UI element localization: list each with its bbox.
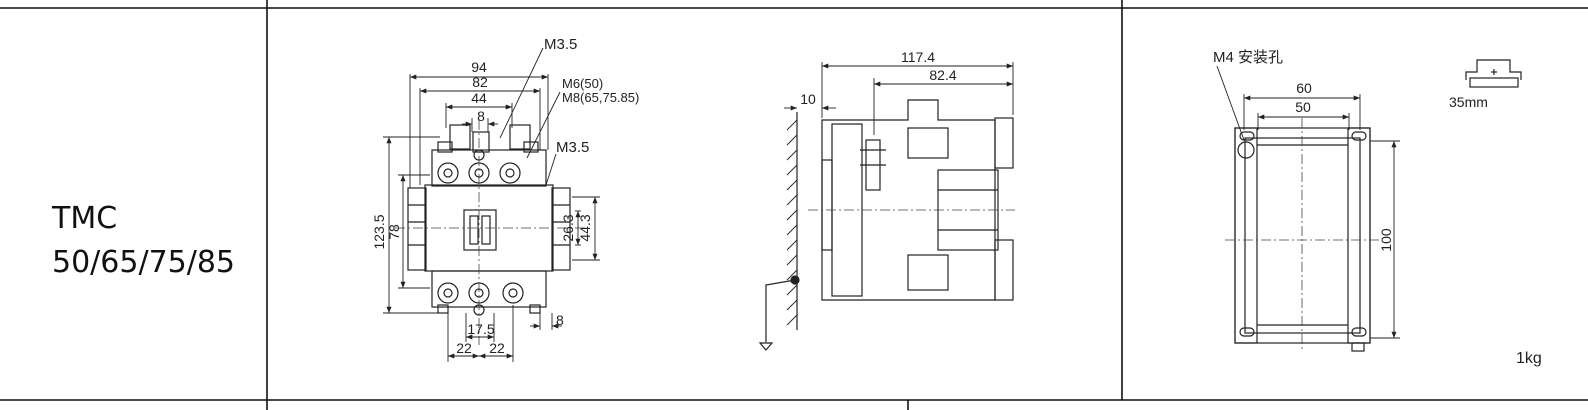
svg-text:94: 94 — [471, 59, 487, 75]
mount-view-centerlines — [1225, 118, 1380, 352]
side-view — [758, 99, 1014, 351]
svg-text:8: 8 — [477, 108, 485, 124]
svg-text:M8(65,75.85): M8(65,75.85) — [562, 90, 639, 105]
svg-text:123.5: 123.5 — [371, 214, 387, 249]
din-rail-icon — [1465, 59, 1522, 88]
mount-view-labels: M4 安装孔 60 50 100 — [1213, 49, 1394, 252]
side-view-dimensions — [784, 62, 1014, 135]
front-view-dimensions — [383, 47, 600, 362]
side-view-labels: 117.4 82.4 10 — [800, 49, 957, 107]
svg-text:78: 78 — [386, 224, 402, 240]
svg-text:10: 10 — [800, 91, 816, 107]
front-view — [407, 124, 571, 316]
svg-text:82: 82 — [472, 74, 488, 90]
svg-text:26.3: 26.3 — [560, 214, 576, 241]
svg-text:17.5: 17.5 — [467, 321, 494, 337]
svg-text:M3.5: M3.5 — [556, 139, 589, 156]
front-view-centerlines — [395, 120, 585, 345]
svg-text:22: 22 — [489, 340, 505, 356]
svg-text:M3.5: M3.5 — [544, 36, 577, 53]
svg-text:100: 100 — [1378, 228, 1394, 252]
svg-text:44.3: 44.3 — [577, 214, 593, 241]
svg-text:22: 22 — [456, 340, 472, 356]
front-view-labels: 94 82 44 8 M3.5 M6(50) M8(65,75.85) M3.5… — [371, 36, 639, 356]
mount-view — [1234, 127, 1371, 352]
weight: 1kg — [1516, 350, 1542, 367]
svg-text:82.4: 82.4 — [929, 67, 956, 83]
svg-text:117.4: 117.4 — [901, 49, 935, 65]
svg-text:44: 44 — [471, 90, 487, 106]
model-name-line1: TMC — [51, 201, 117, 236]
svg-text:M4 安装孔: M4 安装孔 — [1213, 49, 1283, 66]
model-name-line2: 50/65/75/85 — [52, 245, 235, 280]
mount-view-dimensions — [1216, 65, 1400, 339]
svg-text:60: 60 — [1296, 80, 1312, 96]
svg-text:50: 50 — [1295, 99, 1311, 115]
svg-text:8: 8 — [556, 312, 564, 328]
din-rail-label: 35mm — [1449, 94, 1488, 110]
svg-text:M6(50): M6(50) — [562, 76, 603, 91]
